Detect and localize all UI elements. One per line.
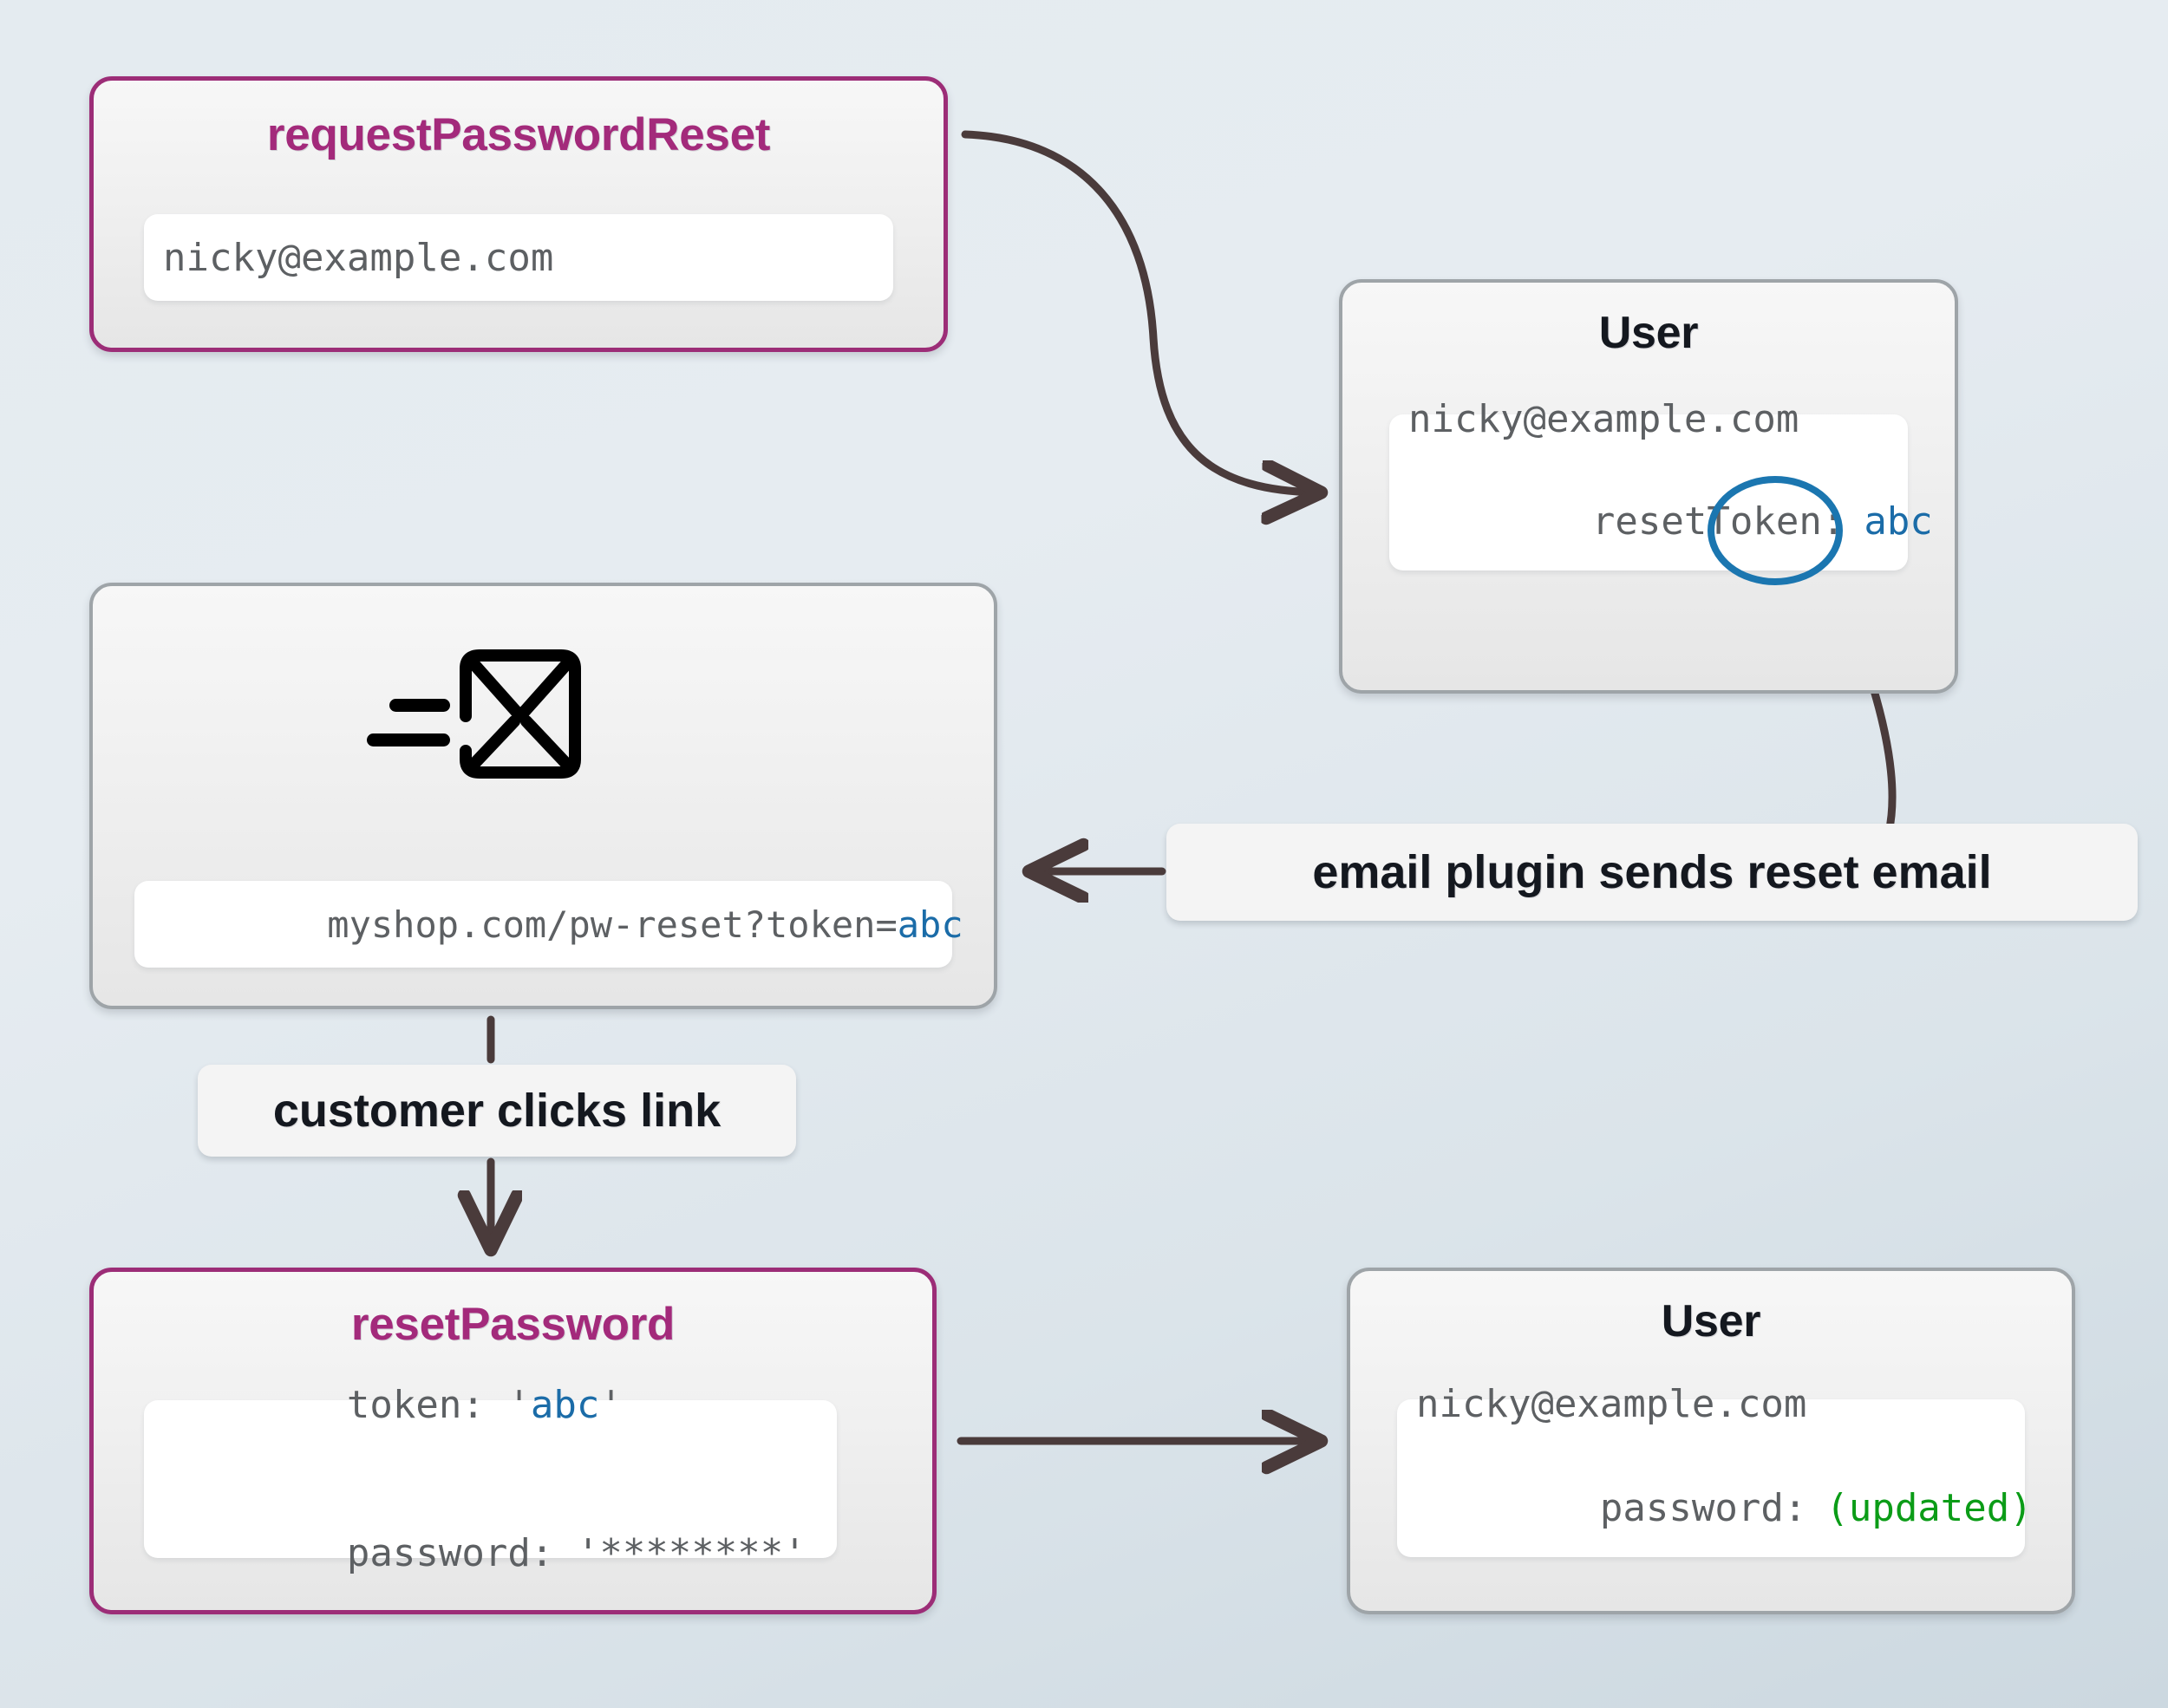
field-token-quote-open: ' bbox=[484, 1383, 531, 1427]
node-user-with-token[interactable]: User nicky@example.com resetToken: abc bbox=[1339, 279, 1958, 694]
field-password-label: password: bbox=[346, 1531, 554, 1575]
reset-link-token: abc bbox=[897, 903, 963, 946]
edge-label-email-plugin-text: email plugin sends reset email bbox=[1312, 846, 1992, 898]
valuebox-user-with-token: nicky@example.com resetToken: abc bbox=[1389, 397, 1933, 570]
field-email: nicky@example.com bbox=[163, 235, 554, 280]
sent-mail-icon bbox=[362, 629, 596, 786]
node-title-reset-password: resetPassword bbox=[350, 1299, 676, 1350]
edge-label-email-plugin: email plugin sends reset email bbox=[1166, 824, 2138, 921]
valuebox-reset-password: token: 'abc' password: '********' bbox=[144, 1383, 837, 1575]
node-title-user-with-token: User bbox=[1598, 308, 1699, 358]
field-password-updated: password: (updated) bbox=[1416, 1442, 2033, 1574]
valuebox-user-updated: nicky@example.com password: (updated) bbox=[1397, 1382, 2033, 1557]
valuebox-reset-email-link[interactable]: myshop.com/pw-reset?token=abc bbox=[134, 881, 963, 968]
field-email: nicky@example.com bbox=[1408, 397, 1799, 441]
field-token: token: 'abc' bbox=[163, 1339, 818, 1471]
field-reset-token-value: abc bbox=[1864, 499, 1933, 544]
field-reset-link: myshop.com/pw-reset?token=abc bbox=[152, 861, 963, 988]
field-password-value: '********' bbox=[553, 1531, 806, 1575]
field-token-label: token: bbox=[346, 1383, 485, 1427]
edge-label-customer-clicks: customer clicks link bbox=[198, 1065, 796, 1157]
node-reset-password[interactable]: resetPassword token: 'abc' password: '**… bbox=[89, 1268, 937, 1614]
node-title-request-password-reset: requestPasswordReset bbox=[266, 109, 771, 160]
node-user-updated[interactable]: User nicky@example.com password: (updated… bbox=[1347, 1268, 2075, 1614]
node-request-password-reset[interactable]: requestPasswordReset nicky@example.com bbox=[89, 76, 948, 352]
field-password-updated-value: (updated) bbox=[1825, 1486, 2033, 1530]
node-reset-email[interactable]: myshop.com/pw-reset?token=abc bbox=[89, 583, 997, 1009]
valuebox-request-password-reset: nicky@example.com bbox=[144, 214, 893, 301]
field-password-updated-label: password: bbox=[1599, 1486, 1807, 1530]
field-reset-token: resetToken: abc bbox=[1408, 455, 1933, 588]
field-reset-token-label: resetToken: bbox=[1591, 499, 1845, 544]
node-title-user-updated: User bbox=[1661, 1296, 1761, 1346]
field-email: nicky@example.com bbox=[1416, 1382, 1807, 1426]
field-token-value: abc bbox=[530, 1383, 600, 1427]
field-password: password: '********' bbox=[163, 1487, 818, 1620]
reset-link-prefix: myshop.com/pw-reset?token= bbox=[327, 903, 898, 946]
field-token-quote-close: ' bbox=[599, 1383, 623, 1427]
edge-request-to-user bbox=[961, 130, 1318, 492]
edge-label-customer-clicks-text: customer clicks link bbox=[272, 1085, 722, 1137]
